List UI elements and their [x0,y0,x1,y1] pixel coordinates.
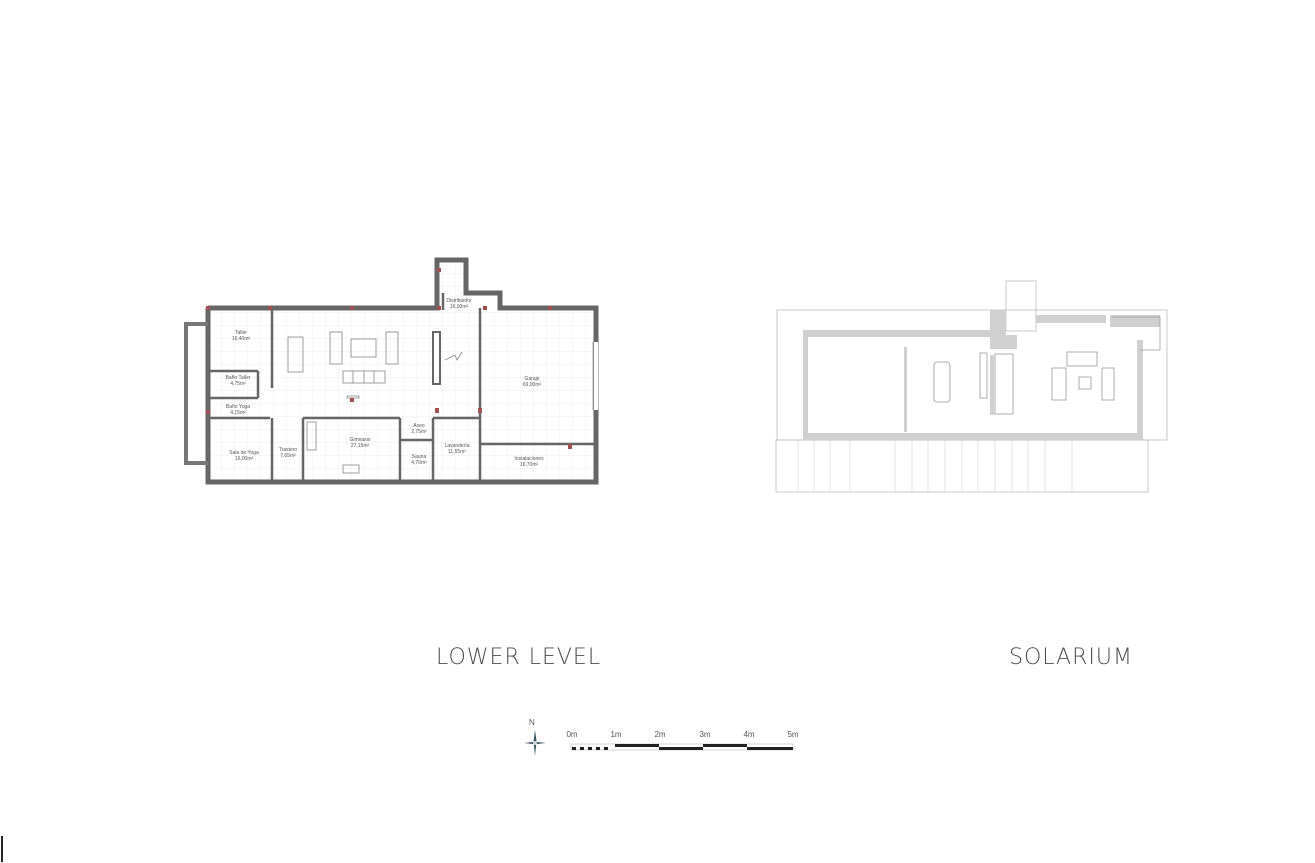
scale-tick-5: 5m [787,730,799,739]
scale-tick-4: 4m [743,730,755,739]
solarium-title: SOLARIUM [1009,645,1133,670]
scale-tick-3: 3m [699,730,711,739]
lower-level-title: LOWER LEVEL [436,645,602,670]
scale-tick-1: 1m [610,730,622,739]
compass-rose-icon [524,730,546,756]
scale-tick-2: 2m [654,730,666,739]
scale-tick-0: 0m [566,730,578,739]
compass-north-label: N [529,718,535,727]
text-cursor-mark [1,836,3,862]
